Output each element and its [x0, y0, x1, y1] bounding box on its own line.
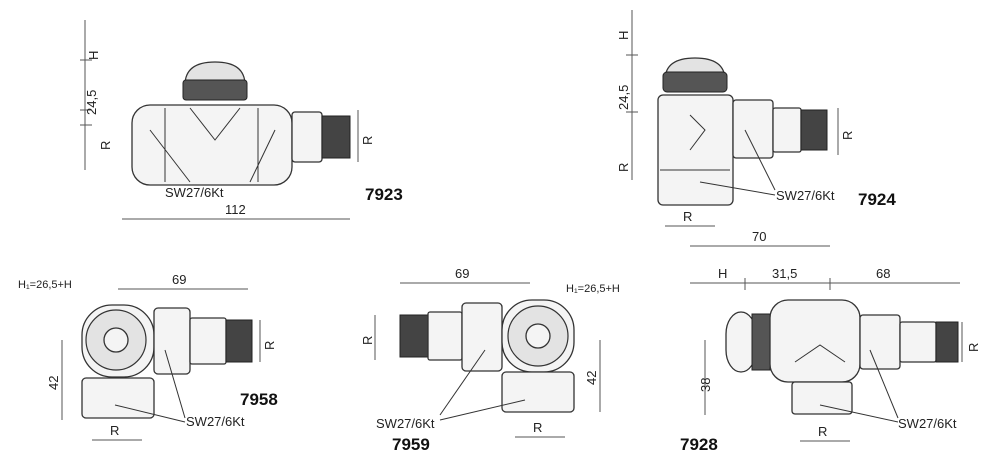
- model-7924: 7924: [858, 190, 896, 209]
- handwheel-7928: [751, 313, 771, 371]
- wrench-label-7928: SW27/6Kt: [898, 416, 957, 431]
- dim-7924-bottom: R: [683, 209, 692, 224]
- dim-7924-top: H: [616, 31, 631, 40]
- dim-7924-length: 70: [752, 229, 766, 244]
- dim-7924-mid: 24,5: [616, 85, 631, 110]
- dim-7959-bottom: R: [533, 420, 542, 435]
- wrench-label-7959: SW27/6Kt: [376, 416, 435, 431]
- valve-7923: H 24,5 R R SW27/6Kt 112 7923: [80, 20, 403, 220]
- dim-7959-top: 69: [455, 266, 469, 281]
- dim-7928-height: 38: [698, 378, 713, 392]
- dim-7958-bottom: R: [110, 423, 119, 438]
- thread-7923: [321, 115, 351, 159]
- dim-7959-height: 42: [584, 371, 599, 385]
- dim-7923-top: H: [86, 51, 101, 60]
- thread-7959: [399, 314, 429, 358]
- handwheel-7923: [182, 79, 248, 101]
- dim-7924-left: R: [616, 163, 631, 172]
- valve-7928: H 31,5 68 R 38 SW27/6Kt 7928 R: [680, 266, 981, 454]
- thread-7924: [800, 109, 828, 151]
- thread-7958: [225, 319, 253, 363]
- dim-7958-right: R: [262, 341, 277, 350]
- wrench-label-7924: SW27/6Kt: [776, 188, 835, 203]
- dial-7959: [525, 323, 551, 349]
- dim-7928-right-r: R: [966, 343, 981, 352]
- dim-7923-length: 112: [225, 202, 246, 217]
- dim-7958-height: 42: [46, 376, 61, 390]
- dim-7924-right: R: [840, 131, 855, 140]
- dim-7923-mid: 24,5: [84, 90, 99, 115]
- dim-7958-top: 69: [172, 272, 186, 287]
- dim-7923-right: R: [360, 136, 375, 145]
- dim-7928-bottom: R: [818, 424, 827, 439]
- model-7959: 7959: [392, 435, 430, 454]
- wrench-label-7958: SW27/6Kt: [186, 414, 245, 429]
- wrench-label-7923: SW27/6Kt: [165, 185, 224, 200]
- dim-7928-mid: 31,5: [772, 266, 797, 281]
- handwheel-7924: [662, 71, 728, 93]
- valve-7924: H 24,5 R R SW27/6Kt 7924 R 70: [616, 10, 896, 247]
- dial-7958: [103, 327, 129, 353]
- model-7928: 7928: [680, 435, 718, 454]
- dim-7959-left: R: [360, 336, 375, 345]
- model-7923: 7923: [365, 185, 403, 204]
- formula-7958: H₁=26,5+H: [18, 279, 72, 291]
- formula-7959: H₁=26,5+H: [566, 283, 620, 295]
- thread-7928: [935, 321, 959, 363]
- dim-7923-bottom: R: [98, 141, 113, 150]
- dim-7928-h: H: [718, 266, 727, 281]
- valve-7959: 69 H₁=26,5+H R 42 SW27/6Kt 7959 R: [360, 266, 620, 454]
- model-7958: 7958: [240, 390, 278, 409]
- dim-7928-right: 68: [876, 266, 890, 281]
- valve-7958: H₁=26,5+H 69 R 42 SW27/6Kt 7958 R: [18, 272, 278, 441]
